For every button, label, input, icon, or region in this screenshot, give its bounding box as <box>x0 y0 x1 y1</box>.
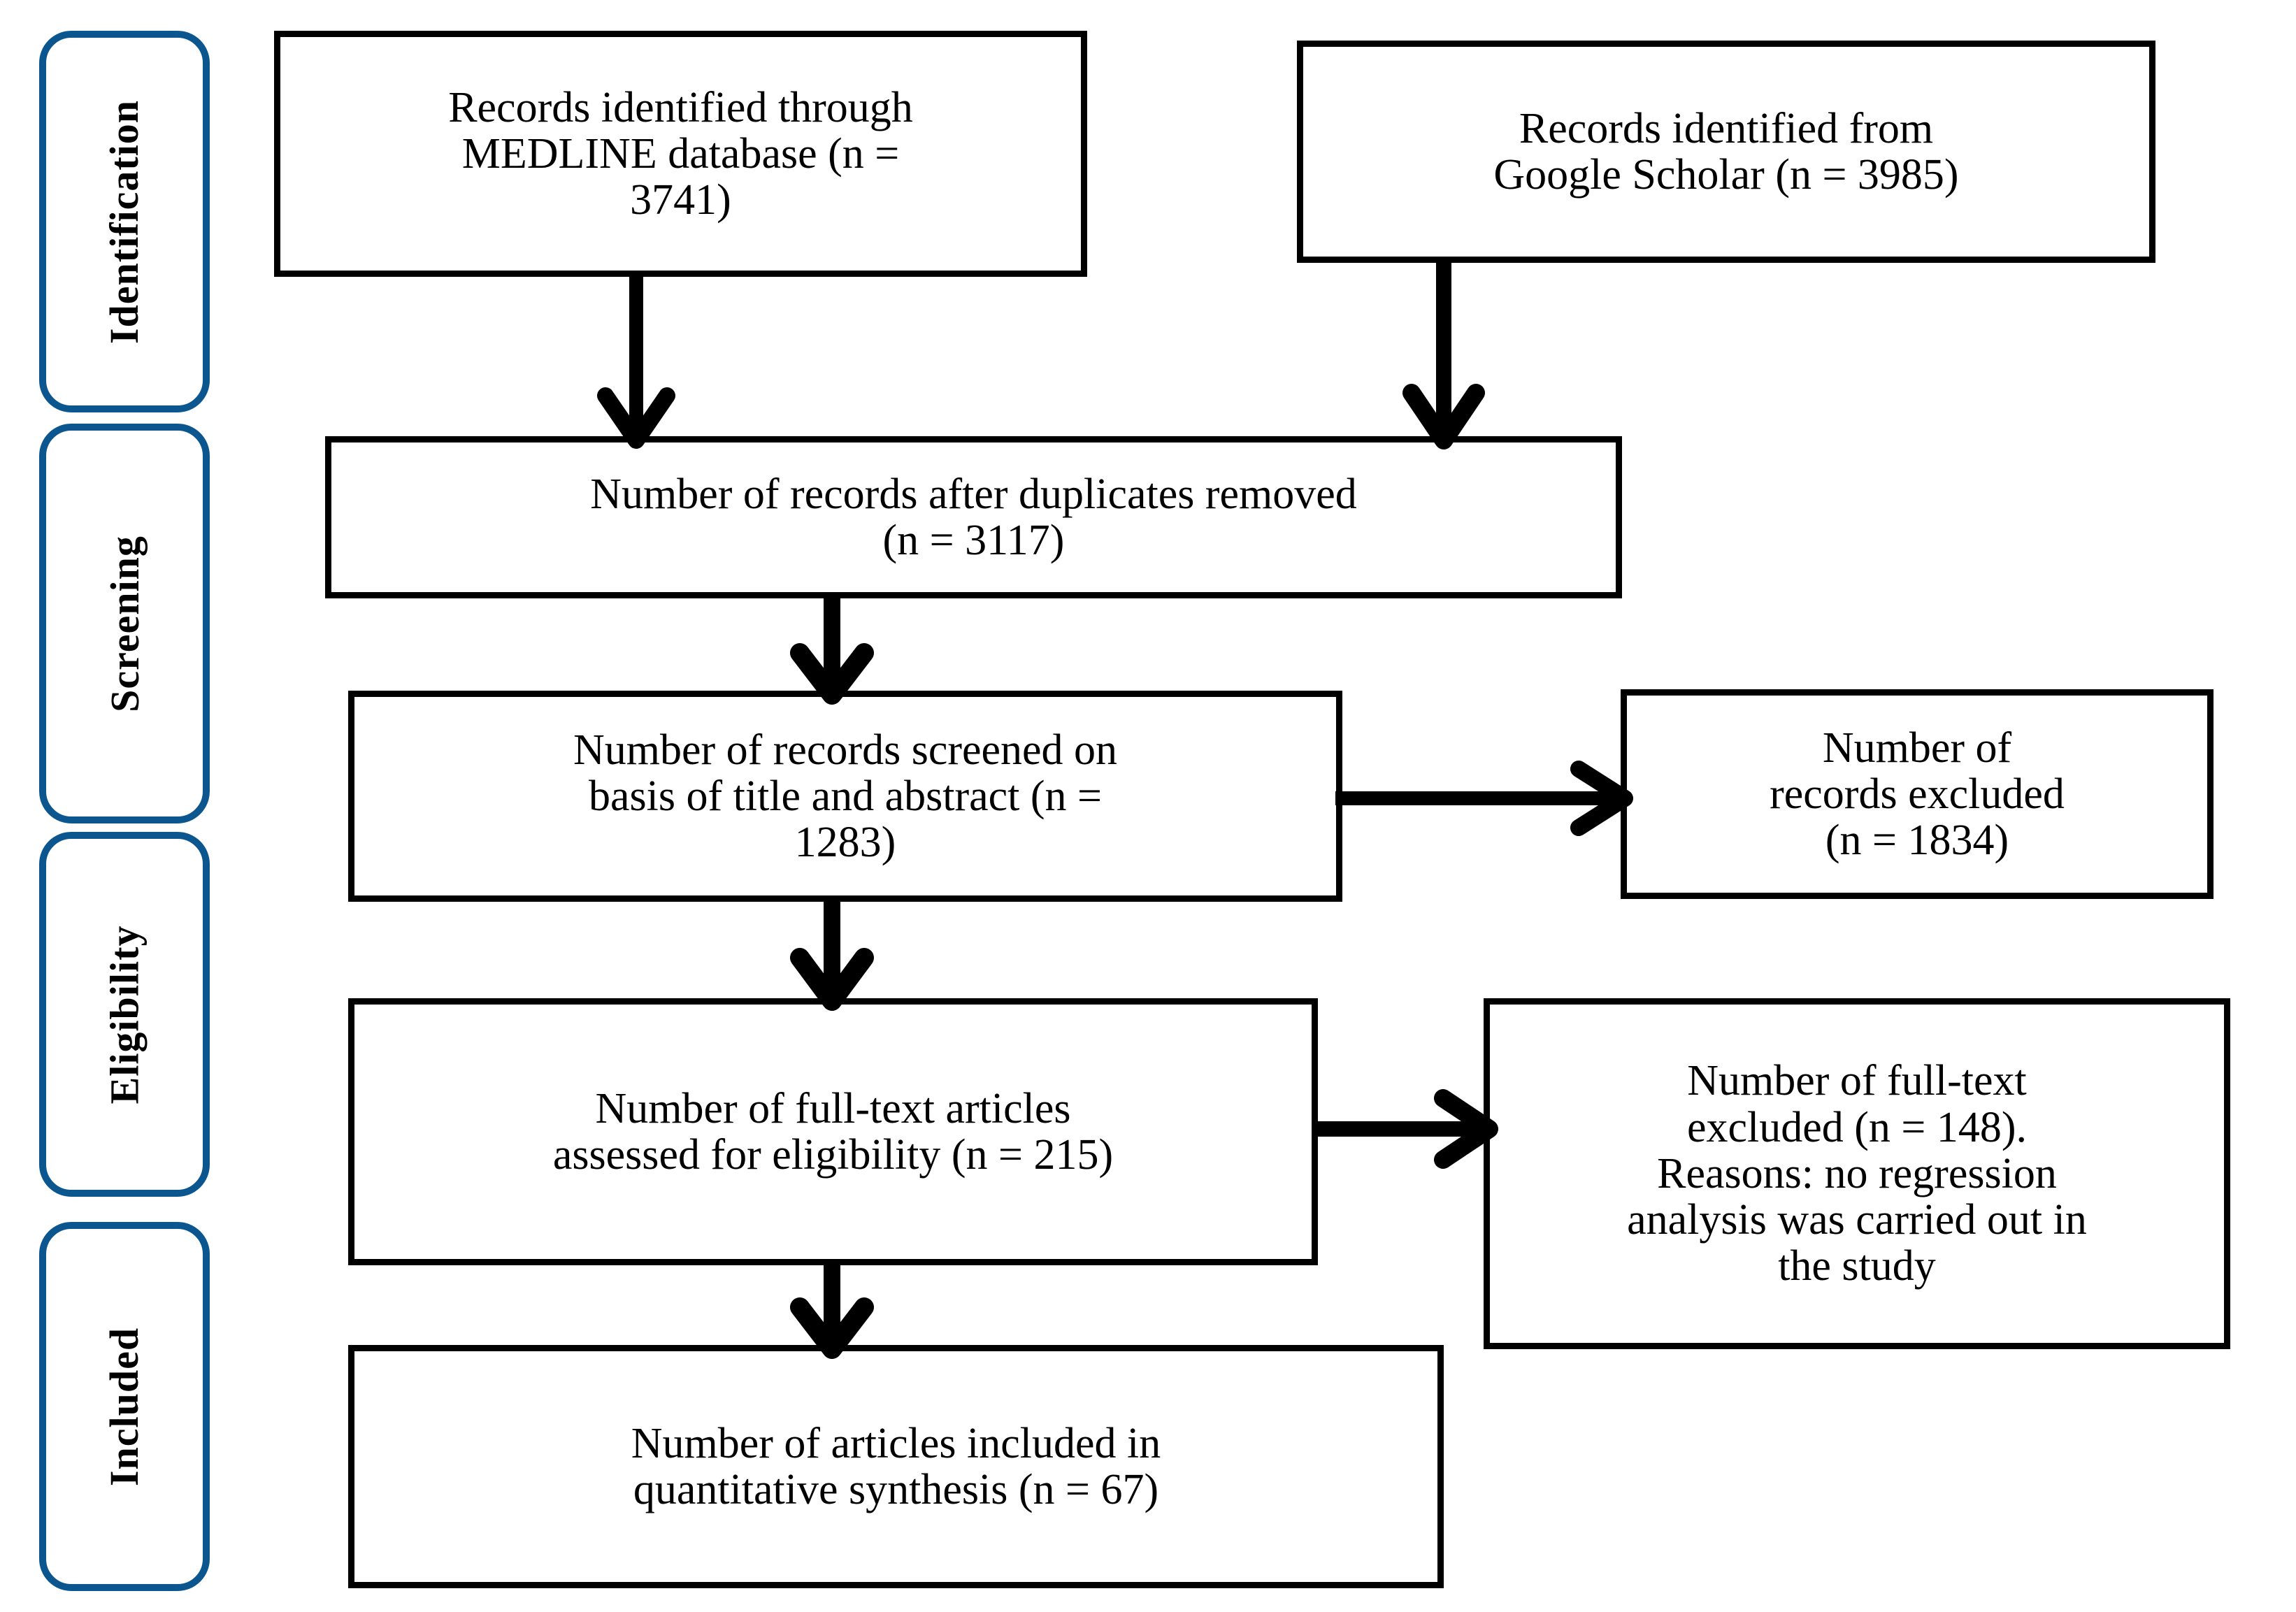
stage-rail-identification: Identification <box>39 31 210 412</box>
box-records-identified-medline: Records identified through MEDLINE datab… <box>274 31 1087 277</box>
box-records-after-duplicates-removed: Number of records after duplicates remov… <box>325 436 1622 598</box>
arrow-screened-to-fulltext-assessed <box>769 898 895 1011</box>
box-google-scholar-text: Records identified from Google Scholar (… <box>1493 104 1959 199</box>
box-records-excluded-text: Number of records excluded (n = 1834) <box>1770 724 2065 865</box>
arrow-medline-to-duplicates <box>573 273 699 449</box>
stage-rail-screening: Screening <box>39 424 210 823</box>
arrow-duplicates-to-screened <box>769 594 895 705</box>
arrow-fulltext-assessed-to-fulltext-excluded <box>1312 1087 1498 1171</box>
stage-label-screening: Screening <box>101 535 148 712</box>
stage-label-included: Included <box>101 1327 148 1486</box>
box-articles-included-quantitative-synthesis: Number of articles included in quantitat… <box>348 1345 1444 1588</box>
box-records-screened: Number of records screened on basis of t… <box>348 691 1342 902</box>
box-records-excluded: Number of records excluded (n = 1834) <box>1621 689 2214 899</box>
box-duplicates-text: Number of records after duplicates remov… <box>590 470 1357 564</box>
box-fulltext-assessed-for-eligibility: Number of full-text articles assessed fo… <box>348 998 1318 1265</box>
stage-rail-eligibility: Eligibility <box>39 832 210 1197</box>
box-fulltext-assessed-text: Number of full-text articles assessed fo… <box>552 1084 1114 1179</box>
arrow-fulltext-assessed-to-included-articles <box>769 1261 895 1359</box>
box-records-identified-google-scholar: Records identified from Google Scholar (… <box>1297 41 2155 263</box>
arrow-google-scholar-to-duplicates <box>1381 259 1507 449</box>
stage-label-identification: Identification <box>101 99 148 344</box>
arrow-screened-to-records-excluded <box>1335 756 1633 840</box>
box-included-articles-text: Number of articles included in quantitat… <box>631 1419 1161 1513</box>
stage-label-eligibility: Eligibility <box>101 925 148 1104</box>
box-fulltext-excluded: Number of full-text excluded (n = 148). … <box>1484 998 2230 1349</box>
box-screened-text: Number of records screened on basis of t… <box>573 726 1118 867</box>
box-medline-text: Records identified through MEDLINE datab… <box>448 83 913 224</box>
stage-rail-included: Included <box>39 1222 210 1591</box>
box-fulltext-excluded-text: Number of full-text excluded (n = 148). … <box>1627 1057 2087 1290</box>
